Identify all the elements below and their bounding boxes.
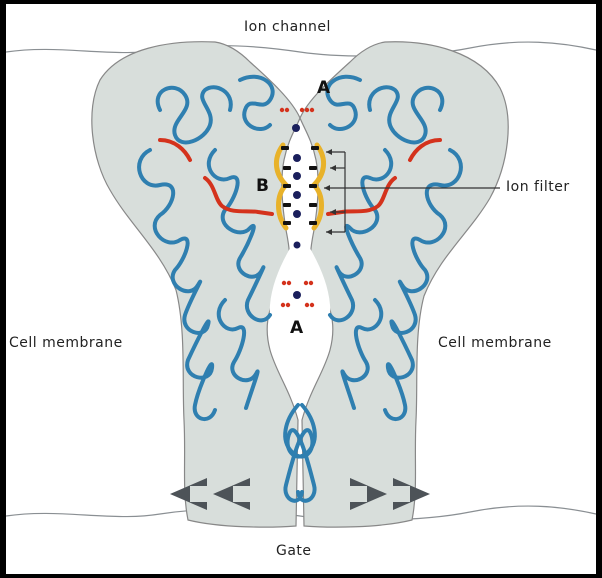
protein-right-half xyxy=(300,42,508,527)
protein-left-half xyxy=(92,42,300,527)
site-a-bottom-label: A xyxy=(290,318,304,338)
site-a-top-label: A xyxy=(317,78,331,98)
site-b-label: B xyxy=(256,176,269,196)
membrane-bottom-line xyxy=(6,506,596,520)
gate-label: Gate xyxy=(276,543,312,559)
title-label: Ion channel xyxy=(244,19,331,35)
ion-filter-label: Ion filter xyxy=(506,179,570,195)
membrane-top-line xyxy=(6,42,596,56)
membrane-right-label: Cell membrane xyxy=(438,335,552,351)
membrane-left-label: Cell membrane xyxy=(9,335,123,351)
